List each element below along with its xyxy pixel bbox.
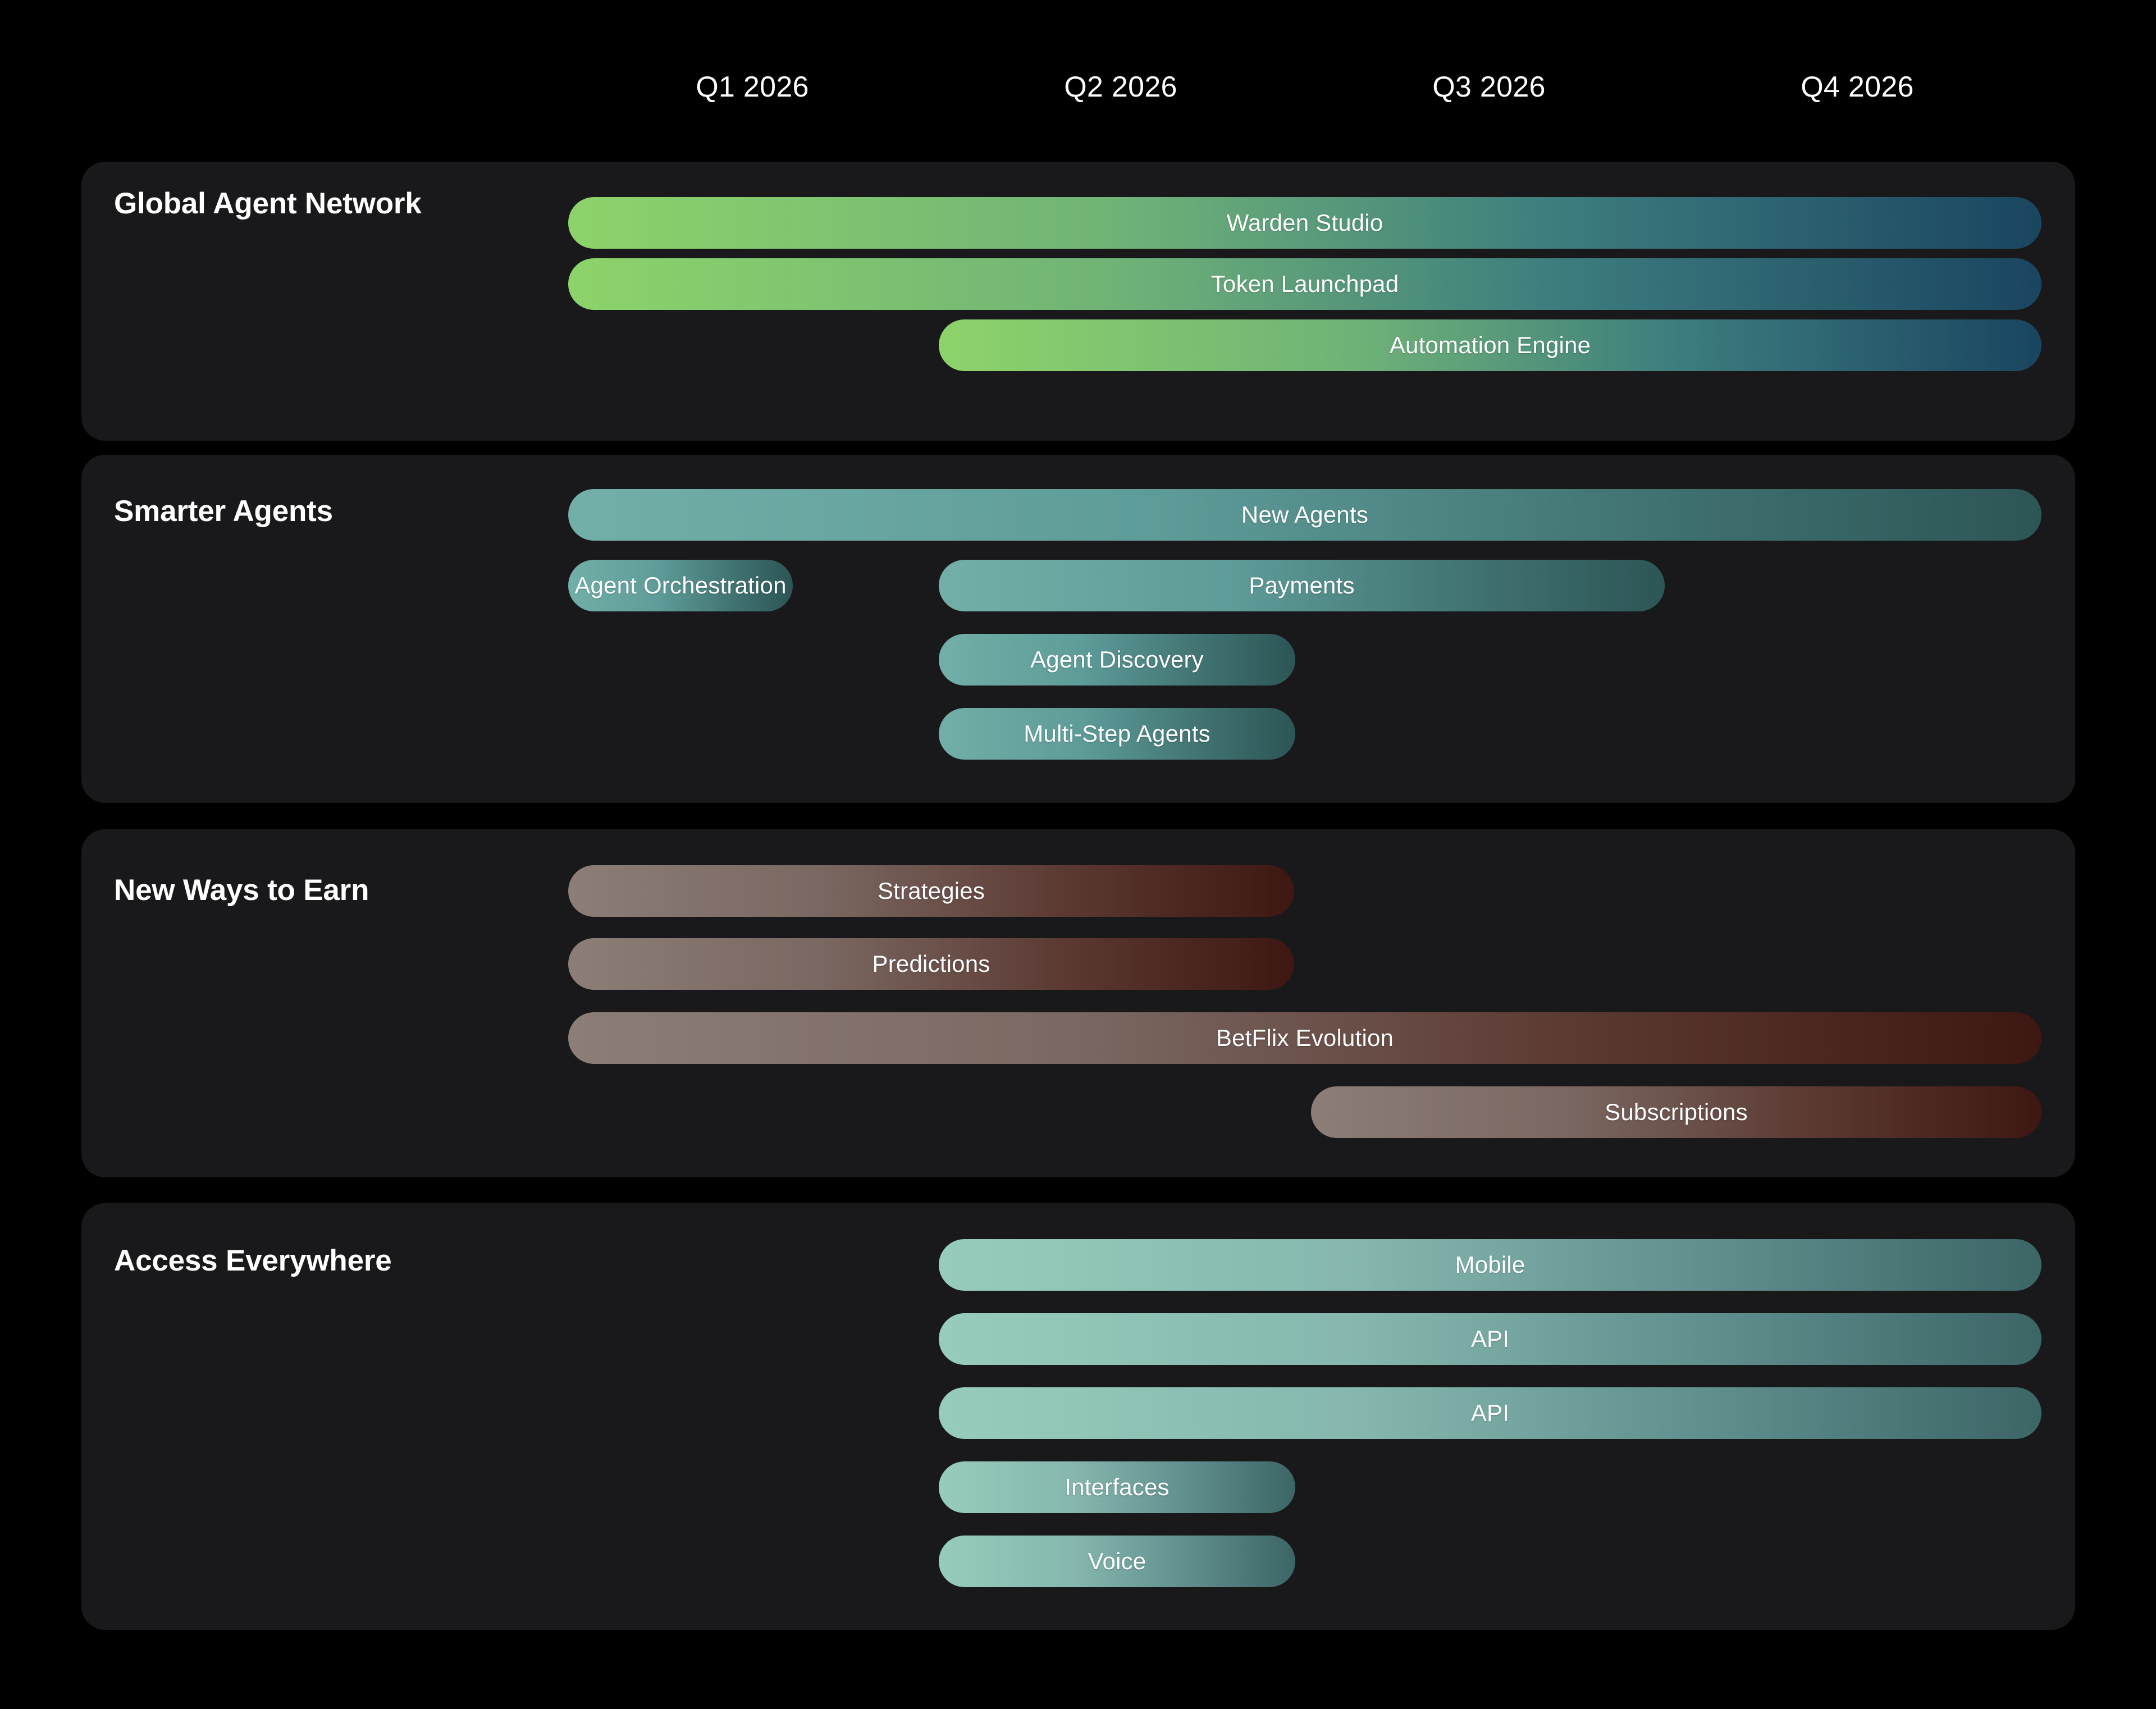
- quarter-label-q2: Q2 2026: [1064, 71, 1177, 103]
- roadmap-bar-label: Token Launchpad: [1211, 271, 1399, 297]
- section-title: New Ways to Earn: [114, 874, 369, 907]
- roadmap-bar[interactable]: Agent Orchestration: [568, 560, 793, 611]
- roadmap-bar[interactable]: API: [939, 1387, 2041, 1439]
- roadmap-bar[interactable]: New Agents: [568, 489, 2041, 541]
- section-title: Smarter Agents: [114, 495, 333, 528]
- roadmap-bar-label: New Agents: [1241, 501, 1369, 528]
- section-title: Access Everywhere: [114, 1244, 392, 1277]
- roadmap-bar-label: Subscriptions: [1605, 1099, 1748, 1125]
- section-title: Global Agent Network: [114, 187, 422, 220]
- roadmap-bar-label: Agent Orchestration: [574, 572, 787, 598]
- roadmap-bar[interactable]: BetFlix Evolution: [568, 1012, 2041, 1064]
- timeline-quarter-axis: Q1 2026 Q2 2026 Q3 2026 Q4 2026: [568, 62, 2041, 112]
- roadmap-bar[interactable]: Mobile: [939, 1239, 2041, 1291]
- roadmap-bar[interactable]: Automation Engine: [939, 319, 2041, 371]
- roadmap-bar-label: Payments: [1249, 572, 1355, 598]
- roadmap-bar[interactable]: Agent Discovery: [939, 634, 1295, 686]
- roadmap-bar-label: Voice: [1088, 1548, 1146, 1574]
- quarter-label-q3: Q3 2026: [1432, 71, 1546, 103]
- roadmap-bar-label: BetFlix Evolution: [1216, 1025, 1394, 1051]
- roadmap-bar-label: Multi-Step Agents: [1024, 720, 1211, 747]
- roadmap-bar[interactable]: API: [939, 1313, 2041, 1365]
- roadmap-bar-label: Predictions: [872, 951, 990, 977]
- roadmap-bar[interactable]: Voice: [939, 1536, 1295, 1587]
- roadmap-bar[interactable]: Predictions: [568, 938, 1294, 990]
- quarter-label-q1: Q1 2026: [696, 71, 809, 103]
- roadmap-bar-label: Mobile: [1455, 1251, 1525, 1278]
- roadmap-bar[interactable]: Strategies: [568, 865, 1294, 917]
- roadmap-bar-label: API: [1470, 1400, 1510, 1426]
- roadmap-bar[interactable]: Interfaces: [939, 1461, 1295, 1513]
- roadmap-bar-label: API: [1470, 1326, 1510, 1352]
- roadmap-bar[interactable]: Multi-Step Agents: [939, 708, 1295, 760]
- roadmap-bar-label: Interfaces: [1065, 1474, 1170, 1500]
- roadmap-bar-label: Warden Studio: [1226, 209, 1383, 236]
- quarter-label-q4: Q4 2026: [1801, 71, 1914, 103]
- roadmap-bar[interactable]: Subscriptions: [1311, 1086, 2041, 1138]
- roadmap-bar-label: Automation Engine: [1389, 332, 1591, 358]
- roadmap-bar[interactable]: Warden Studio: [568, 197, 2041, 249]
- roadmap-bar[interactable]: Payments: [939, 560, 1665, 611]
- roadmap-bar[interactable]: Token Launchpad: [568, 258, 2041, 310]
- roadmap-bar-label: Agent Discovery: [1030, 646, 1204, 673]
- roadmap-bar-label: Strategies: [877, 878, 985, 904]
